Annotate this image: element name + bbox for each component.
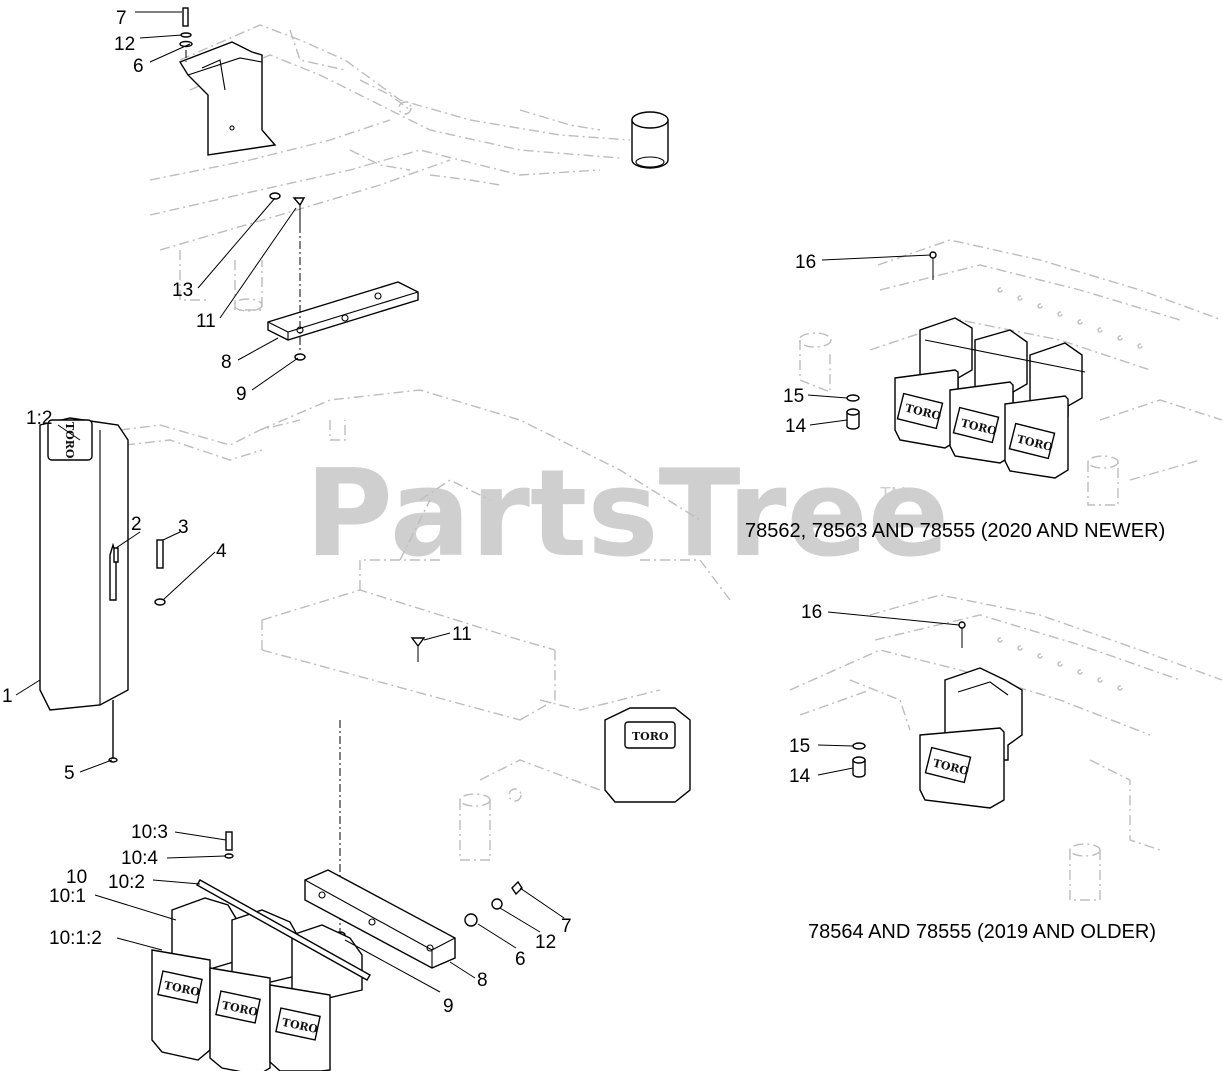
top-deflector-plate [178, 7, 277, 156]
callout-main-10-1: 10:1 [49, 886, 86, 907]
callout-main-4: 4 [216, 541, 227, 562]
weight-brand-5: TORO [63, 422, 76, 459]
old-model-hardware [852, 621, 966, 778]
top-pivot-tube [631, 111, 669, 169]
callout-new-16: 16 [795, 252, 816, 273]
callout-top-6: 6 [133, 56, 144, 77]
main-bolt-11 [410, 637, 426, 662]
callout-main-9: 9 [443, 996, 454, 1017]
caption-new-model: 78562, 78563 AND 78555 (2020 AND NEWER) [745, 520, 1165, 542]
callout-main-10-2: 10:2 [108, 872, 145, 893]
watermark-trademark: TM [880, 484, 906, 504]
caption-old-model: 78564 AND 78555 (2019 AND OLDER) [808, 921, 1156, 943]
old-model-frame [789, 594, 1222, 901]
main-bar-hardware [464, 880, 523, 927]
callout-main-3: 3 [178, 517, 189, 538]
callout-old-14: 14 [789, 766, 811, 787]
callout-main-10-4: 10:4 [121, 848, 158, 869]
callout-new-15: 15 [783, 386, 804, 407]
old-model-weight: TORO [919, 667, 1023, 809]
new-model-weights: TORO TORO TORO [894, 317, 1086, 479]
callout-main-10-3: 10:3 [131, 822, 168, 843]
new-model-hardware [846, 251, 937, 430]
callout-main-8: 8 [477, 970, 488, 991]
callout-top-7: 7 [116, 8, 127, 29]
callout-main-1: 1 [2, 686, 13, 707]
callout-main-10-1-2: 10:1:2 [49, 928, 102, 949]
callouts: 7 12 6 13 11 8 9 16 15 14 16 15 14 2 3 4… [2, 8, 822, 1017]
callout-main-7: 7 [561, 916, 572, 937]
callout-new-14: 14 [785, 416, 807, 437]
callout-top-11: 11 [196, 311, 216, 332]
callout-top-13: 13 [172, 280, 193, 301]
top-frame-assembly [149, 24, 631, 312]
callout-old-15: 15 [789, 736, 810, 757]
main-frame-assembly [119, 389, 731, 861]
weight-brand-6: TORO [632, 730, 669, 743]
callout-main-12: 12 [535, 932, 556, 953]
callout-main-10: 10 [66, 867, 87, 888]
callout-main-5: 5 [64, 763, 75, 784]
watermark-logo: PartsTree [305, 445, 949, 584]
callout-old-16: 16 [801, 602, 822, 623]
top-weight-bar [267, 192, 419, 361]
callout-main-6: 6 [515, 949, 526, 970]
callout-main-2: 2 [131, 514, 142, 535]
leader-lines [15, 11, 960, 993]
callout-main-1-2: 1:2 [26, 408, 52, 429]
callout-top-8: 8 [221, 352, 232, 373]
callout-top-12: 12 [114, 34, 135, 55]
callout-main-11: 11 [452, 624, 472, 645]
weight-stack: TORO TORO TORO [151, 831, 371, 1071]
front-weight: TORO [39, 417, 129, 763]
main-weight-bar [304, 869, 456, 969]
side-weight: TORO [604, 707, 691, 803]
callout-top-9: 9 [236, 384, 247, 405]
